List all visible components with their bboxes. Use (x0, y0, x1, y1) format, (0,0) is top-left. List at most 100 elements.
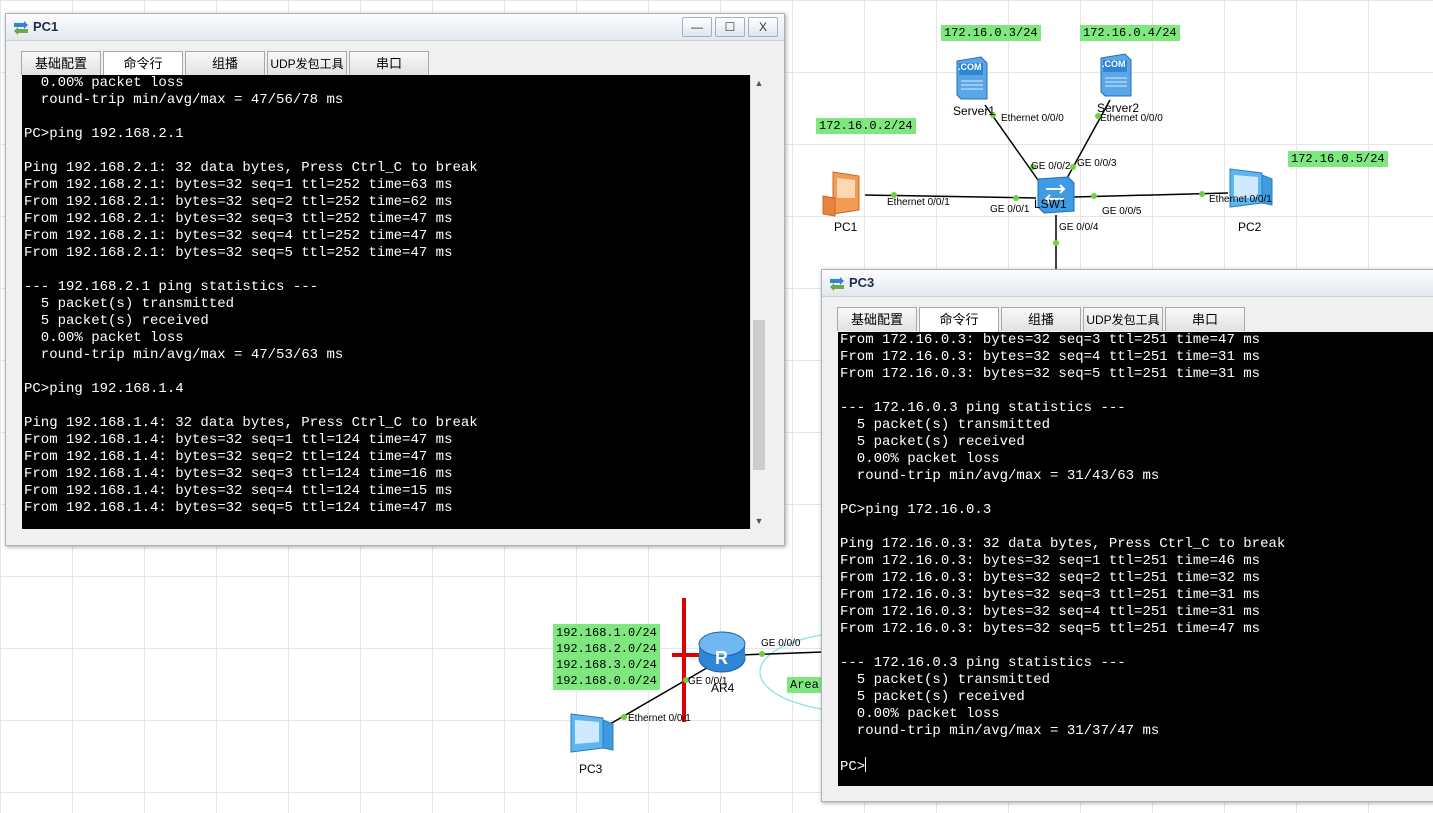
network-entry: 192.168.2.0/24 (556, 642, 657, 656)
server1-label: Server1 (953, 104, 996, 118)
pc-icon (1229, 168, 1273, 208)
terminal-line: From 172.16.0.3: bytes=32 seq=5 ttl=251 … (840, 366, 1261, 382)
pc3-window[interactable]: PC3 基础配置 命令行 组播 UDP发包工具 串口 From 172.16.0… (821, 269, 1433, 802)
port-dot (990, 112, 996, 118)
tab-multicast[interactable]: 组播 (185, 51, 265, 75)
pc1-titlebar[interactable]: PC1 — ☐ X (6, 14, 784, 41)
pc3-terminal[interactable]: From 172.16.0.3: bytes=32 seq=3 ttl=251 … (838, 332, 1433, 786)
terminal-line: Ping 192.168.1.4: 32 data bytes, Press C… (24, 415, 478, 431)
tab-basic-config[interactable]: 基础配置 (837, 307, 917, 331)
terminal-line: 5 packet(s) received (840, 689, 1025, 705)
pc1-label: PC1 (834, 220, 858, 234)
port-label: GE 0/0/4 (1059, 222, 1099, 233)
terminal-output: From 172.16.0.3: bytes=32 seq=3 ttl=251 … (838, 332, 1433, 757)
pc1-terminal[interactable]: 0.00% packet loss round-trip min/avg/max… (22, 75, 767, 529)
maximize-button[interactable]: ☐ (715, 17, 745, 37)
terminal-line: round-trip min/avg/max = 47/56/78 ms (24, 92, 344, 108)
terminal-line (24, 398, 767, 415)
ip-label-server2: 172.16.0.4/24 (1080, 25, 1180, 41)
terminal-line: 5 packet(s) received (840, 434, 1025, 450)
terminal-line: 5 packet(s) transmitted (840, 417, 1051, 433)
link-ar4-right (739, 651, 824, 656)
tab-udp-tool[interactable]: UDP发包工具 (1083, 307, 1163, 331)
tab-serial[interactable]: 串口 (1165, 307, 1245, 331)
terminal-line: From 172.16.0.3: bytes=32 seq=4 ttl=251 … (840, 604, 1261, 620)
terminal-line: 5 packet(s) received (24, 313, 209, 329)
terminal-line (840, 383, 1433, 400)
lsw1-device[interactable] (1034, 173, 1076, 215)
terminal-line: PC>ping 192.168.2.1 (24, 126, 184, 142)
terminal-line: round-trip min/avg/max = 31/37/47 ms (840, 723, 1160, 739)
scroll-up-icon[interactable]: ▲ (754, 78, 764, 88)
ip-label-pc1: 172.16.0.2/24 (816, 118, 916, 134)
terminal-line (24, 262, 767, 279)
server2-device[interactable]: .COM (1097, 52, 1133, 98)
terminal-line: From 172.16.0.3: bytes=32 seq=4 ttl=251 … (840, 349, 1261, 365)
close-button[interactable]: X (748, 17, 778, 37)
scroll-down-icon[interactable]: ▼ (754, 516, 764, 526)
pc-icon (822, 171, 860, 217)
terminal-line (24, 109, 767, 126)
terminal-line: 0.00% packet loss (840, 451, 1000, 467)
tab-basic-config[interactable]: 基础配置 (21, 51, 101, 75)
terminal-line (24, 364, 767, 381)
scroll-thumb[interactable] (753, 320, 765, 470)
terminal-line (840, 485, 1433, 502)
terminal-line: From 192.168.1.4: bytes=32 seq=4 ttl=124… (24, 483, 453, 499)
router-icon (698, 631, 746, 673)
pc1-device[interactable] (819, 168, 865, 218)
network-entry: 192.168.3.0/24 (556, 658, 657, 672)
port-label: GE 0/0/0 (761, 638, 801, 649)
pc1-window[interactable]: PC1 — ☐ X 基础配置 命令行 组播 UDP发包工具 串口 0.00% p… (5, 13, 785, 546)
window-title: PC1 (33, 19, 59, 34)
tab-multicast[interactable]: 组播 (1001, 307, 1081, 331)
terminal-line: PC>ping 172.16.0.3 (840, 502, 992, 518)
network-entry: 192.168.1.0/24 (556, 626, 657, 640)
pc2-device[interactable] (1222, 165, 1276, 215)
ar4-label: AR4 (711, 681, 735, 695)
terminal-line: --- 172.16.0.3 ping statistics --- (840, 655, 1126, 671)
pc3-device[interactable] (563, 710, 617, 762)
server2-label: Server2 (1097, 101, 1140, 115)
tab-serial[interactable]: 串口 (349, 51, 429, 75)
port-label: Ethernet 0/0/1 (887, 197, 950, 208)
terminal-line: From 172.16.0.3: bytes=32 seq=5 ttl=251 … (840, 621, 1261, 637)
tab-command-line[interactable]: 命令行 (919, 307, 999, 332)
pc1-scrollbar[interactable]: ▲ ▼ (750, 75, 768, 529)
pc2-label: PC2 (1238, 220, 1262, 234)
port-dot (891, 192, 897, 198)
terminal-line (840, 519, 1433, 536)
tab-command-line[interactable]: 命令行 (103, 51, 183, 76)
minimize-button[interactable]: — (682, 17, 712, 37)
ip-label-server1: 172.16.0.3/24 (941, 25, 1041, 41)
ar4-device[interactable]: R (697, 628, 747, 676)
switch-icon (1037, 176, 1075, 214)
pc3-titlebar[interactable]: PC3 (822, 270, 1433, 297)
port-dot (621, 714, 627, 720)
terminal-output: 0.00% packet loss round-trip min/avg/max… (22, 75, 767, 517)
prompt-text: PC> (840, 759, 866, 775)
terminal-line: From 192.168.1.4: bytes=32 seq=3 ttl=124… (24, 466, 453, 482)
server1-device[interactable]: .COM (953, 55, 989, 101)
terminal-line: 0.00% packet loss (24, 330, 184, 346)
terminal-line: From 192.168.2.1: bytes=32 seq=1 ttl=252… (24, 177, 453, 193)
terminal-line: From 192.168.2.1: bytes=32 seq=3 ttl=252… (24, 211, 453, 227)
tab-udp-tool[interactable]: UDP发包工具 (267, 51, 347, 75)
server-icon (1100, 53, 1132, 97)
port-label: GE 0/0/2 (1031, 161, 1071, 172)
command-prompt[interactable]: PC> (838, 757, 1433, 775)
router-glyph: R (715, 648, 728, 668)
terminal-line (840, 638, 1433, 655)
terminal-line: round-trip min/avg/max = 31/43/63 ms (840, 468, 1160, 484)
terminal-line: Ping 192.168.2.1: 32 data bytes, Press C… (24, 160, 478, 176)
terminal-line: From 172.16.0.3: bytes=32 seq=3 ttl=251 … (840, 587, 1261, 603)
terminal-line: From 192.168.2.1: bytes=32 seq=4 ttl=252… (24, 228, 453, 244)
port-dot (1070, 164, 1076, 170)
port-label: Ethernet 0/0/0 (1001, 113, 1064, 124)
port-label: Ethernet 0/0/1 (1209, 194, 1272, 205)
terminal-line: From 192.168.1.4: bytes=32 seq=2 ttl=124… (24, 449, 453, 465)
port-label: GE 0/0/5 (1102, 206, 1142, 217)
pc3-label: PC3 (579, 762, 603, 776)
